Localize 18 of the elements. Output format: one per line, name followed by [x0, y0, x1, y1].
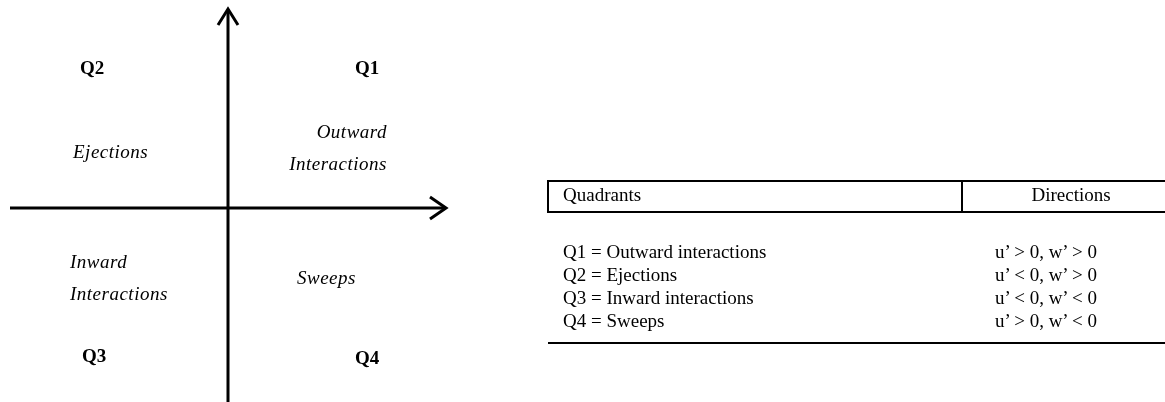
table-text: u’ > 0, w’ < 0: [995, 310, 1097, 333]
table-text: Q2 = Ejections: [563, 264, 678, 287]
table-text: Q3 = Inward interactions: [563, 287, 754, 310]
quadrant-name: Ejections: [73, 140, 150, 164]
quadrant-label: Q3: [82, 345, 107, 368]
table-text: Q1 = Outward interactions: [563, 241, 767, 264]
column-header: Quadrants: [563, 184, 642, 207]
quadrant-label: Q4: [355, 347, 380, 370]
quadrant-label: Q2: [80, 57, 105, 80]
table-text: u’ < 0, w’ > 0: [995, 264, 1097, 287]
quadrant-name: Inward Interactions: [70, 250, 169, 306]
quadrant-name: Sweeps: [297, 266, 357, 290]
quadrant-name: Outward Interactions: [288, 120, 387, 176]
table-text: u’ < 0, w’ < 0: [995, 287, 1097, 310]
table-text: u’ > 0, w’ > 0: [995, 241, 1097, 264]
column-header: Directions: [1031, 184, 1111, 207]
quadrant-label: Q1: [355, 57, 380, 80]
table-text: Q4 = Sweeps: [563, 310, 665, 333]
